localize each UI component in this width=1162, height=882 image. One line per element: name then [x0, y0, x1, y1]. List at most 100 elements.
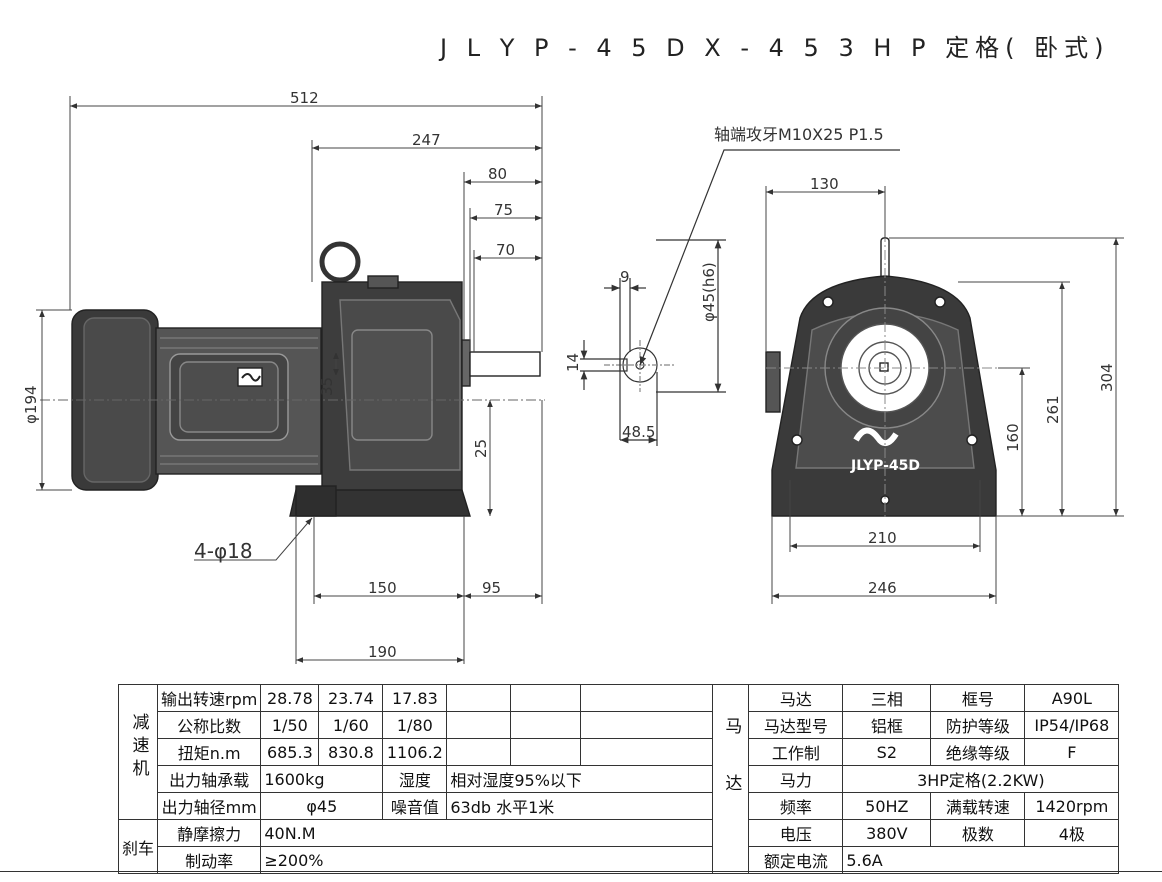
speed-value: 17.83 [382, 684, 448, 712]
spec-row: 减速机 输出转速rpm 28.78 23.74 17.83 马达 马达 三相 框… [117, 684, 1120, 874]
shaft-value: φ45 [260, 792, 384, 820]
motor-cell: 极数 [930, 819, 1026, 847]
torque-value: 1106.2 [382, 738, 448, 766]
ratio-value [446, 711, 512, 739]
speed-value: 28.78 [260, 684, 320, 712]
front-view-labels: JLYP-45D 130 304 261 160 210 246 [810, 175, 1116, 597]
dim-70: 70 [496, 241, 515, 259]
torque-label: 扭矩n.m [157, 738, 262, 766]
bearing-label: 出力轴承载 [157, 765, 262, 793]
spec-row: 出力轴径mm φ45 噪音值 63db 水平1米 频率 50HZ 满载转速 14… [119, 792, 1120, 820]
dim-210: 210 [868, 529, 897, 547]
motor-cell: 防护等级 [930, 711, 1026, 739]
spec-row: 扭矩n.m 685.3 830.8 1106.2 工作制 S2 绝缘等级 F [119, 738, 1120, 766]
spec-row: 刹车 静摩擦力 40N.M 电压 380V 极数 4极 [117, 819, 1120, 874]
motor-cell: 电压 [748, 819, 844, 847]
bottom-rule [0, 871, 1162, 872]
dim-261: 261 [1044, 395, 1062, 424]
spec-row: 出力轴承载 1600kg 湿度 相对湿度95%以下 马力 3HP定格(2.2KW… [119, 765, 1120, 793]
logo-text: JLYP-45D [850, 458, 920, 474]
motor-cell: F [1024, 738, 1120, 766]
ratio-value: 1/60 [318, 711, 384, 739]
ratio-value [510, 711, 582, 739]
dim-key-height: 14 [564, 353, 582, 372]
dim-motor-diameter: φ194 [22, 385, 40, 424]
motor-cell: 工作制 [748, 738, 844, 766]
ratio-value [580, 711, 714, 739]
ratio-value: 1/80 [382, 711, 448, 739]
front-view [765, 232, 1004, 520]
dim-75: 75 [494, 201, 513, 219]
gearbox-base [289, 485, 471, 517]
dim-246: 246 [868, 579, 897, 597]
ratio-label: 公称比数 [157, 711, 262, 739]
side-view-labels: 512 247 80 75 70 φ194 35 25 4-φ18 150 95… [22, 89, 515, 661]
static-friction-label: 静摩擦力 [157, 819, 262, 847]
motor-cell: 满载转速 [930, 792, 1026, 820]
motor-cell: 马力 [748, 765, 844, 793]
dim-150: 150 [368, 579, 397, 597]
bearing-value: 1600kg [260, 765, 384, 793]
motor-cell: A90L [1024, 684, 1120, 712]
drawing-title: J L Y P - 4 5 D X - 4 5 3 H P 定格( 卧式) [440, 34, 1110, 62]
dim-304: 304 [1098, 363, 1116, 392]
speed-label: 输出转速rpm [157, 684, 262, 712]
motor-cell: 50HZ [842, 792, 932, 820]
speed-value [446, 684, 512, 712]
brake-label: 刹车 [117, 819, 159, 874]
dim-247: 247 [412, 131, 441, 149]
motor-cell: S2 [842, 738, 932, 766]
dim-25: 25 [472, 439, 490, 458]
torque-value: 685.3 [260, 738, 320, 766]
noise-value: 63db 水平1米 [446, 792, 714, 820]
brake-rate-label: 制动率 [157, 846, 262, 874]
motor-cell: 绝缘等级 [930, 738, 1026, 766]
torque-value [446, 738, 512, 766]
motor-body [155, 327, 322, 475]
motor-label: 马达 [712, 684, 750, 874]
dim-130: 130 [810, 175, 839, 193]
dim-35: 35 [318, 377, 336, 396]
humidity-label: 湿度 [382, 765, 448, 793]
motor-cell: 4极 [1024, 819, 1120, 847]
motor-cell: 三相 [842, 684, 932, 712]
gearbox-body [319, 241, 541, 493]
speed-value: 23.74 [318, 684, 384, 712]
side-view-dimensions [36, 96, 543, 664]
motor-cell: 马达 [748, 684, 844, 712]
spec-row: 公称比数 1/50 1/60 1/80 马达型号 铝框 防护等级 IP54/IP… [119, 711, 1120, 739]
spec-row: 制动率 ≥200% 额定电流 5.6A [119, 846, 1120, 874]
dim-95: 95 [482, 579, 501, 597]
dim-holes: 4-φ18 [194, 539, 253, 563]
speed-value [580, 684, 714, 712]
dim-190: 190 [368, 643, 397, 661]
noise-label: 噪音值 [382, 792, 448, 820]
dim-key-width: 9 [620, 268, 630, 286]
torque-value: 830.8 [318, 738, 384, 766]
torque-value [580, 738, 714, 766]
motor-cell: IP54/IP68 [1024, 711, 1120, 739]
spec-table: 减速机 输出转速rpm 28.78 23.74 17.83 马达 马达 三相 框… [117, 684, 1120, 874]
humidity-value: 相对湿度95%以下 [446, 765, 714, 793]
dim-shaft-diameter: φ45(h6) [700, 262, 718, 322]
motor-cell: 框号 [930, 684, 1026, 712]
reducer-label: 减速机 [117, 684, 159, 820]
thread-note: 轴端攻牙M10X25 P1.5 [714, 125, 884, 144]
motor-cell: 铝框 [842, 711, 932, 739]
brake-rate-value: ≥200% [260, 846, 714, 874]
dim-160: 160 [1004, 423, 1022, 452]
torque-value [510, 738, 582, 766]
motor-cell: 频率 [748, 792, 844, 820]
motor-cell: 额定电流 [748, 846, 844, 874]
dim-80: 80 [488, 165, 507, 183]
motor-cell: 马达型号 [748, 711, 844, 739]
shaft-end-labels: 轴端攻牙M10X25 P1.5 9 14 φ45(h6) 48.5 [564, 125, 884, 441]
motor-cell: 380V [842, 819, 932, 847]
motor-cell: 1420rpm [1024, 792, 1120, 820]
dim-512: 512 [290, 89, 319, 107]
speed-value [510, 684, 582, 712]
shaft-label: 出力轴径mm [157, 792, 262, 820]
dim-key-depth: 48.5 [622, 423, 655, 441]
